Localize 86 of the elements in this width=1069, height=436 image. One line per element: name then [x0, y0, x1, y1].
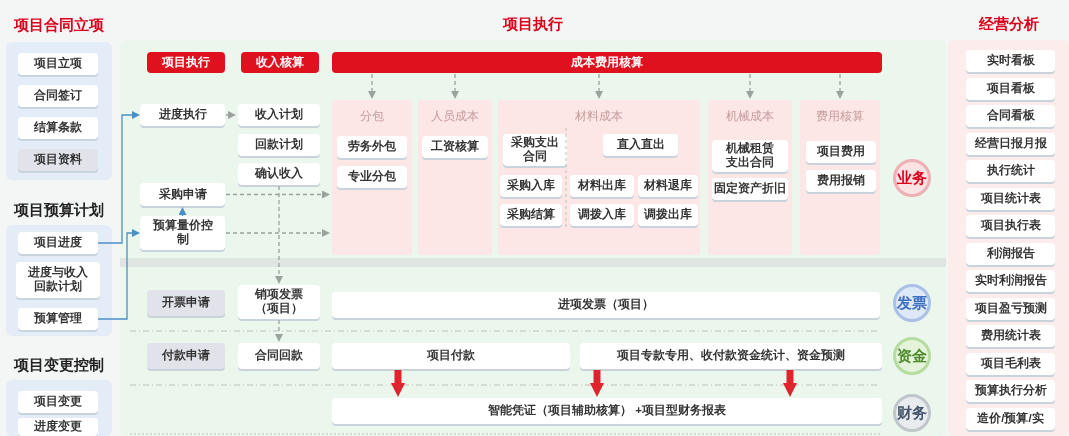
process-box: 项目执行表 — [966, 215, 1055, 237]
process-box: 合同看板 — [966, 105, 1055, 127]
arrow — [451, 73, 459, 99]
arrow — [97, 229, 140, 320]
group-heading: 材料成本 — [574, 108, 624, 125]
process-box: 合同签订 — [18, 85, 98, 107]
section-heading: 项目变更控制 — [13, 354, 105, 375]
cost-group-panel — [332, 100, 412, 255]
process-box: 材料出库 — [570, 175, 634, 197]
process-box: 执行统计 — [966, 160, 1055, 182]
section-heading: 项目预算计划 — [13, 200, 105, 220]
header-bar: 收入核算 — [241, 52, 319, 73]
process-box: 回款计划 — [238, 134, 320, 156]
process-box: 费用统计表 — [966, 325, 1055, 347]
group-heading: 机械成本 — [725, 108, 775, 125]
section-heading: 项目合同立项 — [13, 14, 105, 35]
process-box: 项目变更 — [18, 391, 98, 413]
process-box: 项目进度 — [18, 232, 98, 254]
process-box: 进度变更 — [18, 418, 98, 436]
process-box: 进项发票（项目） — [332, 292, 880, 318]
process-box: 实时看板 — [966, 50, 1055, 72]
process-box: 预算管理 — [18, 308, 98, 330]
group-heading: 费用核算 — [815, 108, 865, 125]
process-box: 工资核算 — [422, 136, 488, 158]
arrow — [595, 73, 603, 99]
arrow — [275, 319, 283, 342]
section-heading: 项目执行 — [502, 13, 564, 34]
process-box: 结算条款 — [18, 117, 98, 139]
arrow — [746, 73, 754, 99]
process-box: 采购支出合同 — [503, 134, 567, 166]
process-box: 项目毛利表 — [966, 352, 1055, 375]
process-box: 付款申请 — [147, 343, 225, 369]
process-box: 直入直出 — [603, 134, 678, 156]
process-box: 预算执行分析 — [966, 380, 1055, 402]
arrow — [275, 185, 283, 284]
process-box: 收入计划 — [238, 104, 320, 126]
process-box: 实时利润报告 — [966, 270, 1055, 292]
header-bar: 项目执行 — [147, 52, 225, 73]
process-box: 造价/预算/实 — [966, 407, 1055, 430]
process-box: 经营日报月报 — [966, 132, 1055, 155]
block-arrow — [590, 370, 604, 397]
block-arrow — [391, 370, 405, 397]
process-box: 材料退库 — [638, 175, 698, 197]
process-box: 机械租赁支出合同 — [712, 140, 788, 172]
process-box: 费用报销 — [806, 170, 876, 192]
process-box: 调拨入库 — [570, 204, 634, 226]
process-box: 确认收入 — [238, 163, 320, 185]
group-heading: 人员成本 — [430, 108, 480, 125]
process-box: 项目费用 — [806, 141, 876, 163]
cost-group-panel — [800, 100, 880, 255]
process-box: 智能凭证（项目辅助核算） +项目型财务报表 — [332, 398, 882, 424]
process-box: 采购申请 — [140, 183, 225, 206]
process-box: 项目付款 — [332, 343, 570, 369]
process-box: 固定资产折旧 — [712, 178, 788, 200]
process-box: 项目专款专用、收付款资金统计、资金预测 — [580, 343, 882, 369]
process-box: 专业分包 — [337, 166, 407, 188]
cost-group-panel — [708, 100, 792, 255]
process-box: 预算量价控制 — [140, 216, 225, 250]
process-box: 合同回款 — [238, 343, 320, 369]
arrow — [368, 73, 376, 99]
process-box: 进度与收入回款计划 — [16, 262, 100, 298]
group-heading: 分包 — [359, 108, 385, 125]
process-box: 项目统计表 — [966, 187, 1055, 210]
process-box: 利润报告 — [966, 242, 1055, 265]
cost-group-panel — [498, 100, 700, 255]
process-box: 进度执行 — [140, 104, 225, 126]
process-box: 项目资料 — [18, 149, 98, 171]
process-box: 销项发票（项目） — [238, 285, 320, 319]
process-box: 劳务外包 — [337, 136, 407, 158]
arrow — [225, 190, 330, 199]
block-arrow — [783, 370, 797, 397]
process-box: 项目看板 — [966, 77, 1055, 100]
process-box: 调拨出库 — [638, 204, 698, 226]
process-box: 采购入库 — [500, 175, 562, 197]
process-box: 项目立项 — [18, 53, 98, 75]
arrow — [836, 73, 844, 99]
arrow — [225, 229, 330, 237]
cost-group-panel — [418, 100, 492, 255]
process-box: 项目盈亏预测 — [966, 297, 1055, 320]
process-box: 采购结算 — [500, 204, 562, 226]
arrow — [178, 207, 187, 217]
process-box: 开票申请 — [147, 290, 225, 316]
header-bar: 成本费用核算 — [332, 52, 882, 73]
arrow — [225, 111, 236, 119]
arrow — [97, 111, 140, 244]
section-heading: 经营分析 — [977, 13, 1040, 34]
